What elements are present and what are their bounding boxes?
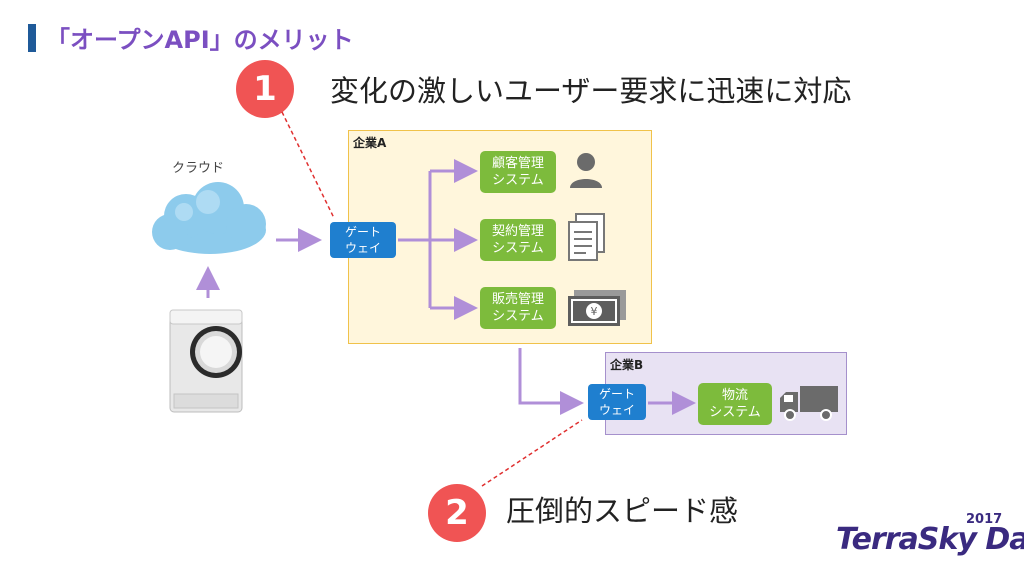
point-1-leader-line	[281, 111, 335, 219]
company-b-label: 企業B	[610, 358, 644, 372]
point-2-leader-line	[481, 419, 583, 487]
money-icon: ¥	[568, 290, 626, 326]
point-2-text: 圧倒的スピード感	[506, 494, 739, 528]
terrasky-day-logo: TerraSky Day	[836, 522, 1024, 557]
logo-text: TerraSky Day	[836, 522, 1024, 557]
documents-icon	[568, 213, 605, 261]
cloud-icon	[152, 182, 266, 254]
gateway-a: ゲート ウェイ	[330, 222, 396, 258]
slide-title: 「オープンAPI」のメリット	[46, 26, 354, 54]
sales-management-system: 販売管理 システム	[480, 287, 556, 329]
contract-management-system: 契約管理 システム	[480, 219, 556, 261]
point-1-badge: 1	[236, 60, 294, 118]
title-accent-bar	[28, 24, 36, 52]
logo-year: 2017	[966, 512, 1003, 527]
company-a-label: 企業A	[353, 136, 387, 150]
washing-machine-icon	[169, 309, 243, 413]
company-a-to-gateway-b-arrow	[518, 348, 584, 415]
logistics-system: 物流 システム	[698, 383, 772, 425]
cloud-label: クラウド	[172, 161, 225, 176]
truck-icon	[780, 386, 838, 421]
point-1-text: 変化の激しいユーザー要求に迅速に対応	[330, 74, 852, 108]
gateway-b: ゲート ウェイ	[588, 384, 646, 420]
customer-management-system: 顧客管理 システム	[480, 151, 556, 193]
svg-text:¥: ¥	[591, 305, 598, 318]
person-icon	[570, 153, 602, 188]
point-2-badge: 2	[428, 484, 486, 542]
